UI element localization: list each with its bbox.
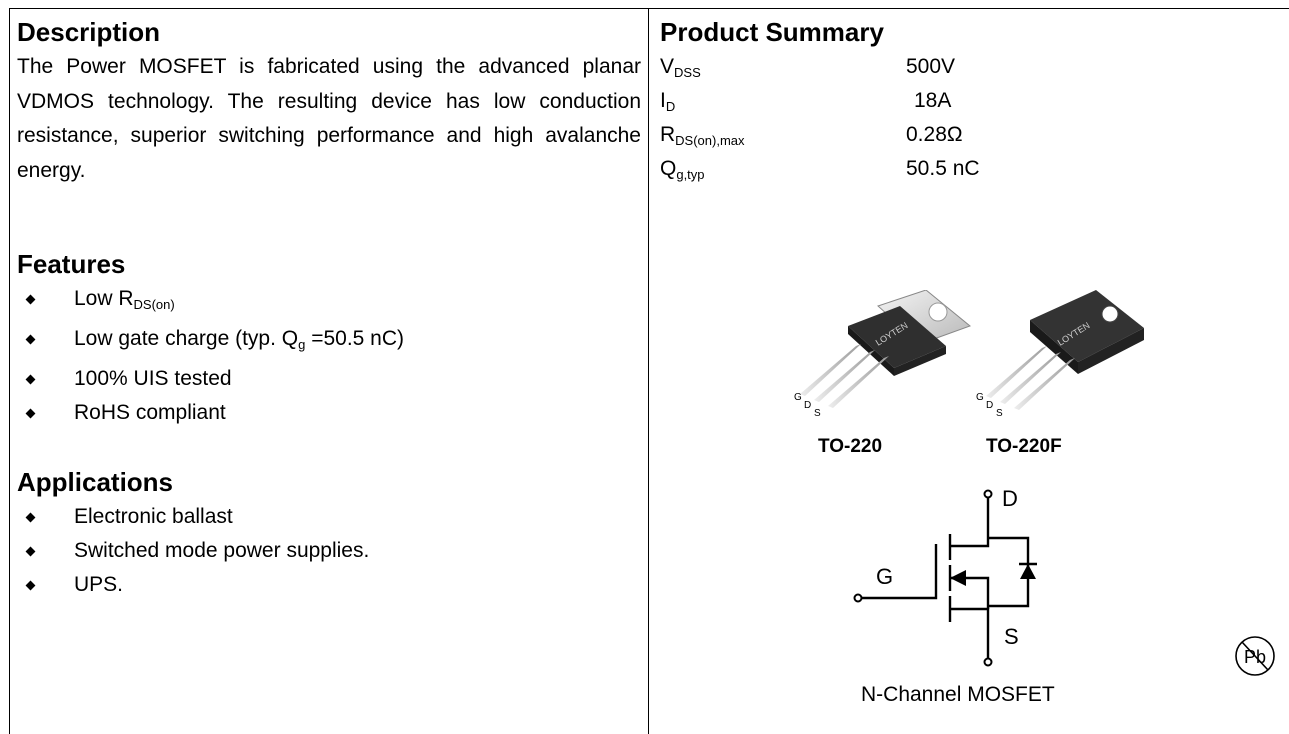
applications-list: Electronic ballast Switched mode power s… [17,500,641,602]
list-item: Electronic ballast [17,500,641,534]
product-summary-table: VDSS 500V ID 18A RDS(on),max 0.28Ω Qg,ty… [660,50,980,186]
pin-g-label: G [976,392,984,403]
list-item: UPS. [17,568,641,602]
description-text: The Power MOSFET is fabricated using the… [17,55,641,182]
mosfet-schematic-symbol: G D S [853,486,1037,667]
bullet-diamond-icon [25,294,36,305]
drain-label: D [1002,486,1018,511]
description-heading: Description [17,17,161,47]
features-heading: Features [17,249,126,279]
right-column: Product Summary VDSS 500V ID 18A RDS(on)… [660,14,1280,734]
column-divider [648,8,649,734]
product-summary-heading: Product Summary [660,17,884,47]
table-row: RDS(on),max 0.28Ω [660,122,963,148]
bullet-diamond-icon [25,512,36,523]
list-item: Low gate charge (typ. Qg =50.5 nC) [17,322,641,362]
source-label: S [1004,624,1019,649]
list-item: RoHS compliant [17,396,641,430]
body-diode-icon [1020,564,1036,579]
bullet-diamond-icon [25,546,36,557]
applications-section: Applications Electronic ballast Switched… [17,464,641,602]
pin-d-label: D [804,400,811,411]
pin-g-label: G [794,392,802,403]
channel-arrow-icon [950,570,966,586]
bullet-diamond-icon [25,408,36,419]
bullet-diamond-icon [25,580,36,591]
features-list: Low RDS(on) Low gate charge (typ. Qg =50… [17,282,641,430]
pin-d-label: D [986,400,993,411]
list-item: Switched mode power supplies. [17,534,641,568]
pb-free-icon: Pb [1235,636,1275,676]
schematic-caption: N-Channel MOSFET [861,683,1055,706]
list-item: Low RDS(on) [17,282,641,322]
table-row: ID 18A [660,88,952,114]
bullet-diamond-icon [25,334,36,345]
bullet-diamond-icon [25,374,36,385]
to220-package-image: LOYTEN G D S [794,290,971,419]
to220f-package-image: LOYTEN G D S [976,290,1144,419]
pin-s-label: S [814,408,821,419]
to220-label: TO-220 [818,436,883,457]
svg-text:Pb: Pb [1244,647,1266,667]
table-row: VDSS 500V [660,54,956,80]
to220f-label: TO-220F [986,436,1062,457]
left-column: Description The Power MOSFET is fabricat… [17,14,641,602]
table-row: Qg,typ 50.5 nC [660,156,980,182]
package-illustrations: LOYTEN G D S LOYTEN G D S [794,290,1144,419]
gate-label: G [876,564,893,589]
list-item: 100% UIS tested [17,362,641,396]
page-frame [9,8,1289,734]
features-section: Features Low RDS(on) Low gate charge (ty… [17,246,641,430]
pin-s-label: S [996,408,1003,419]
applications-heading: Applications [17,467,174,497]
